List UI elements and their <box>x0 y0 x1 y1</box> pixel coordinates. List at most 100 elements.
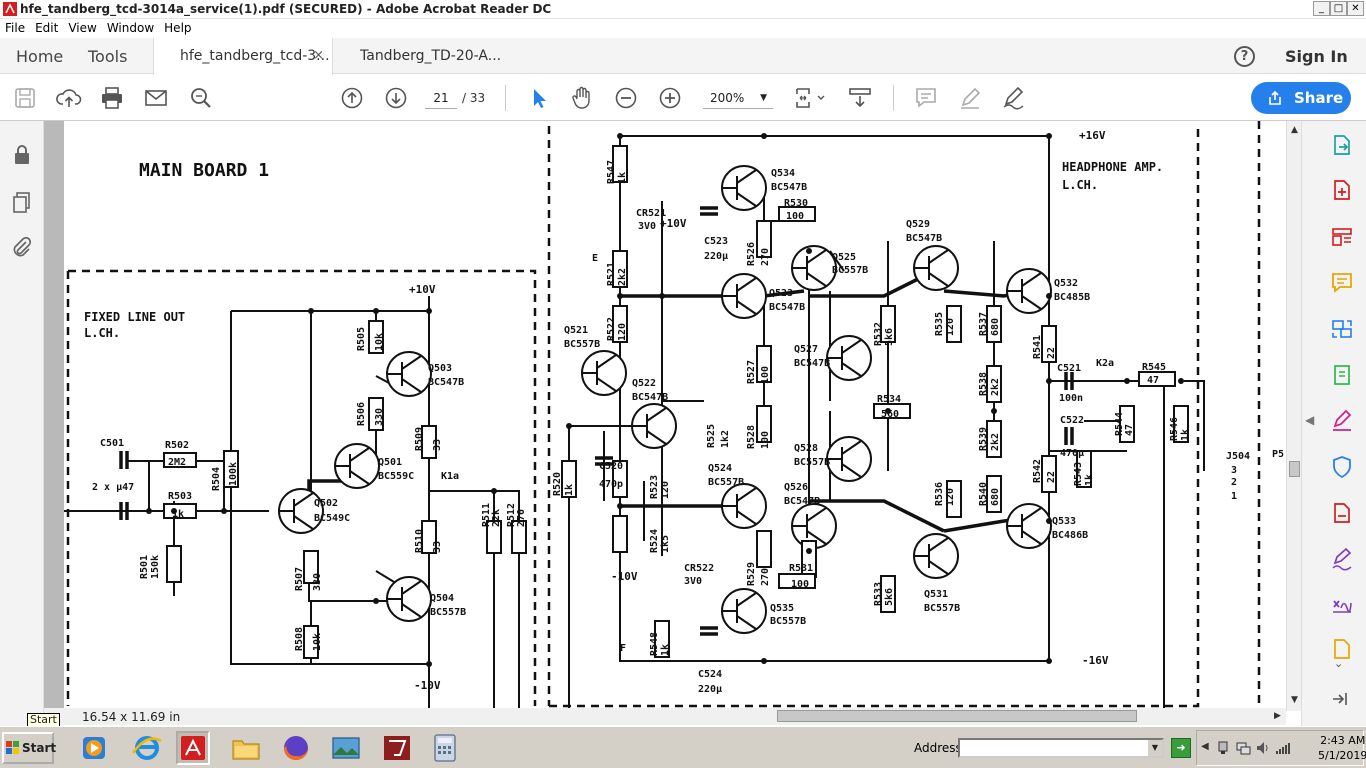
safely-remove-usb-icon[interactable] <box>1215 740 1231 756</box>
volume-speaker-icon[interactable] <box>1255 740 1271 756</box>
menu-window[interactable]: Window <box>106 21 155 35</box>
component-label: Q533 <box>1052 516 1076 527</box>
component-label: Q535 <box>770 603 794 614</box>
comment-tool-icon[interactable] <box>1330 271 1354 295</box>
zoom-level-select[interactable]: 200%▼ <box>703 87 773 109</box>
chevron-down-icon[interactable]: ▼ <box>1148 740 1162 756</box>
go-button[interactable]: ➜ <box>1171 738 1191 758</box>
menu-help[interactable]: Help <box>164 21 192 35</box>
home-tab[interactable]: Home <box>16 47 64 66</box>
scroll-up-icon[interactable]: ▲ <box>1291 125 1298 135</box>
attachment-paperclip-icon[interactable] <box>10 235 34 259</box>
previous-page-icon[interactable] <box>339 85 365 111</box>
tray-expand-icon[interactable]: ◀ <box>1201 741 1209 752</box>
media-player-icon[interactable] <box>77 731 111 765</box>
zoom-out-icon[interactable] <box>613 85 639 111</box>
menu-edit[interactable]: Edit <box>35 21 59 35</box>
collapse-right-pane-icon[interactable]: ◀ <box>1305 413 1315 427</box>
component-label: 1k <box>1180 429 1191 441</box>
firefox-icon[interactable] <box>279 731 313 765</box>
protect-shield-icon[interactable] <box>1330 455 1354 479</box>
page-thumbnails-icon[interactable] <box>10 190 34 214</box>
menu-file[interactable]: File <box>5 21 26 35</box>
resistor-symbol <box>946 480 962 518</box>
collapse-panel-icon[interactable] <box>1330 689 1350 709</box>
close-window-button[interactable]: ✕ <box>1347 1 1364 16</box>
help-icon[interactable]: ? <box>1234 46 1255 67</box>
page-number-input[interactable]: 21 <box>425 87 457 109</box>
share-label: Share <box>1294 89 1344 107</box>
horizontal-scroll-thumb[interactable] <box>777 710 1137 722</box>
upload-cloud-icon[interactable] <box>56 85 82 111</box>
fill-sign-icon[interactable] <box>1330 409 1354 433</box>
resistor-symbol <box>368 320 384 354</box>
component-label: 120 <box>945 488 956 506</box>
page-fit-icon[interactable] <box>792 85 828 111</box>
zoom-level-value: 200% <box>710 91 745 105</box>
network-icon[interactable] <box>1235 740 1251 756</box>
edit-pdf-icon[interactable] <box>1330 225 1354 249</box>
lock-icon[interactable] <box>10 143 34 167</box>
component-label: BC547B <box>771 182 807 193</box>
email-icon[interactable] <box>143 85 169 111</box>
comment-icon[interactable] <box>913 85 939 111</box>
sign-in-link[interactable]: Sign In <box>1285 47 1348 66</box>
tools-tab[interactable]: Tools <box>88 47 128 66</box>
organize-pages-icon[interactable] <box>1330 363 1354 387</box>
vertical-scroll-thumb[interactable] <box>1289 461 1300 477</box>
save-icon[interactable] <box>12 85 38 111</box>
signature-pen-icon[interactable] <box>1330 547 1354 571</box>
acrobat-app-icon <box>3 2 17 16</box>
component-label: 10k <box>312 633 323 651</box>
scroll-down-icon[interactable]: ▼ <box>1291 695 1298 705</box>
calculator-icon[interactable] <box>428 731 462 765</box>
sign-pen-icon[interactable] <box>1001 85 1027 111</box>
hand-tool-icon[interactable] <box>569 85 595 111</box>
select-cursor-icon[interactable] <box>526 85 552 111</box>
create-pdf-icon[interactable] <box>1330 178 1354 202</box>
address-input[interactable]: ▼ <box>958 738 1164 758</box>
maximize-button[interactable]: □ <box>1330 1 1347 16</box>
component-label: R507 <box>294 567 305 591</box>
start-button[interactable]: Start <box>2 732 56 764</box>
resistor-symbol <box>421 520 437 554</box>
photo-viewer-icon[interactable] <box>329 731 363 765</box>
junction-dot <box>426 308 432 314</box>
internet-explorer-icon[interactable] <box>130 731 164 765</box>
search-icon[interactable] <box>188 85 214 111</box>
chevron-down-icon[interactable]: ⌄ <box>1334 657 1344 670</box>
export-pdf-icon[interactable] <box>1330 133 1354 157</box>
signal-strength-icon[interactable] <box>1275 740 1291 756</box>
horizontal-scrollbar[interactable]: ▶ <box>44 708 1286 725</box>
menu-view[interactable]: View <box>68 21 97 35</box>
document-tab-active[interactable]: hfe_tandberg_tcd-3... × <box>153 38 333 75</box>
dictionary-app-icon[interactable] <box>380 731 414 765</box>
resistor-symbol <box>223 450 239 488</box>
more-tools-icon[interactable] <box>1330 637 1354 661</box>
fill-form-icon[interactable] <box>1330 593 1354 617</box>
document-tab[interactable]: Tandberg_TD-20-A... <box>334 38 514 74</box>
file-explorer-icon[interactable] <box>229 731 263 765</box>
component-label: R546 <box>1169 417 1180 441</box>
component-label: BC549C <box>314 513 350 524</box>
next-page-icon[interactable] <box>383 85 409 111</box>
component-label: Q521 <box>564 325 588 336</box>
acrobat-taskbar-button[interactable] <box>176 731 210 765</box>
highlight-pen-icon[interactable] <box>957 85 983 111</box>
component-label: R512 <box>506 503 517 527</box>
vertical-scrollbar[interactable]: ▲ ▼ <box>1286 121 1301 711</box>
scroll-right-icon[interactable]: ▶ <box>1274 711 1281 721</box>
combine-files-icon[interactable] <box>1330 317 1354 341</box>
minimize-button[interactable]: _ <box>1313 1 1330 16</box>
send-for-review-icon[interactable] <box>1330 501 1354 525</box>
print-icon[interactable] <box>99 85 125 111</box>
system-clock[interactable]: 2:43 AM 5/1/2019 <box>1318 733 1366 763</box>
close-tab-icon[interactable]: × <box>313 48 324 63</box>
share-button[interactable]: Share <box>1251 82 1351 114</box>
zoom-in-icon[interactable] <box>657 85 683 111</box>
toolbar-divider <box>893 85 894 111</box>
scroll-mode-icon[interactable] <box>847 85 873 111</box>
component-label: R535 <box>934 312 945 336</box>
component-label: C524 <box>698 669 722 680</box>
